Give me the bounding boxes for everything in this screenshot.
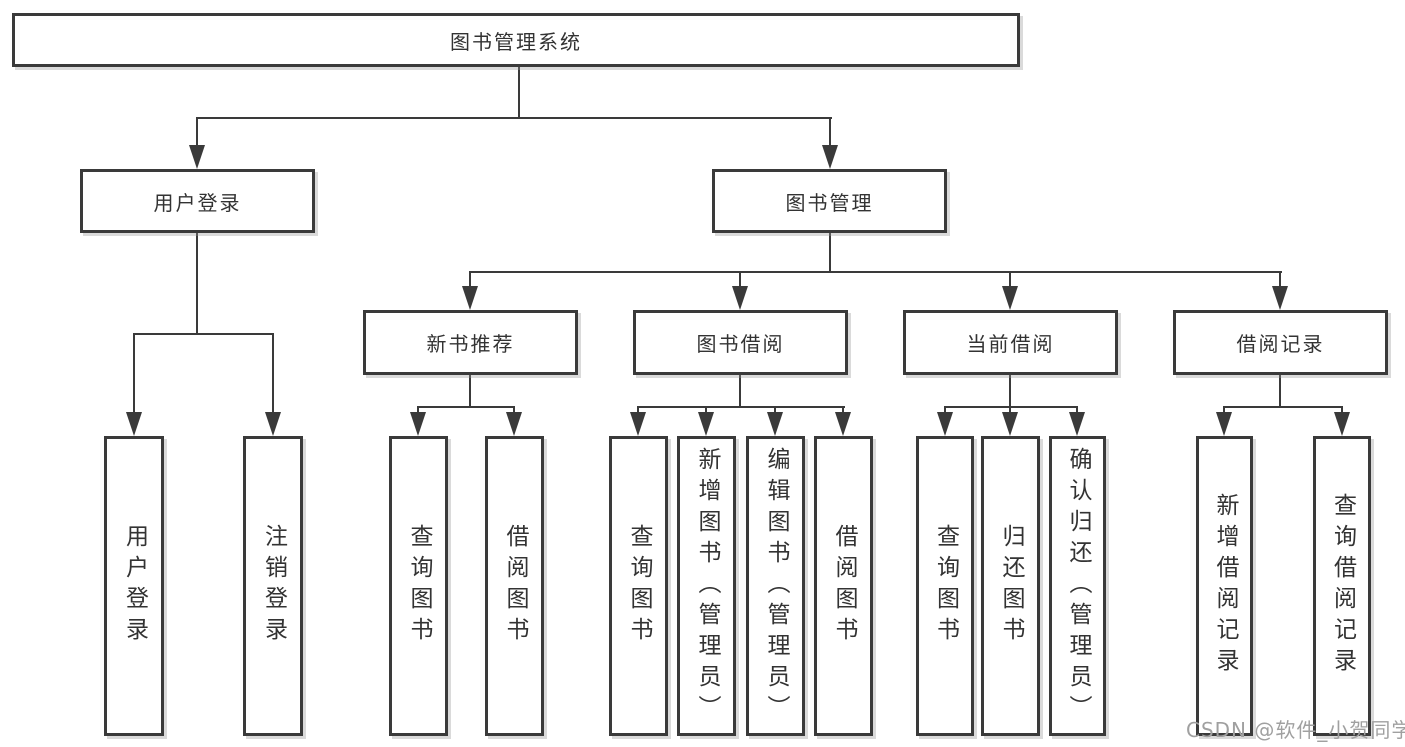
leaf-query-books-borrow: 查询图书 [609, 436, 668, 736]
arrow-down-icon [732, 286, 748, 310]
node-label: 图书管理系统 [450, 29, 582, 54]
connector-drop [417, 406, 419, 415]
arrow-down-icon [822, 145, 838, 169]
arrow-down-icon [937, 412, 953, 436]
node-label: 新增图书（管理员） [694, 446, 720, 726]
node-label: 用户登录 [121, 524, 148, 648]
leaf-query-books-current: 查询图书 [916, 436, 974, 736]
connector-stem-book-mgmt [829, 233, 831, 272]
node-label: 归还图书 [998, 524, 1024, 648]
leaf-borrow-books-recommend: 借阅图书 [485, 436, 544, 736]
arrow-down-icon [462, 286, 478, 310]
connector-rail-current [944, 406, 1078, 408]
arrow-down-icon [1334, 412, 1350, 436]
node-label: 查询借阅记录 [1329, 493, 1356, 679]
arrow-down-icon [265, 412, 281, 436]
connector-drop [272, 333, 274, 415]
connector-stem-root [518, 67, 520, 118]
connector-drop [196, 117, 198, 149]
arrow-down-icon [630, 412, 646, 436]
arrow-down-icon [698, 412, 714, 436]
node-label: 借阅图书 [502, 524, 528, 648]
connector-drop [829, 117, 831, 149]
node-label: 新书推荐 [426, 332, 515, 356]
arrow-down-icon [835, 412, 851, 436]
node-label: 借阅记录 [1236, 332, 1325, 356]
leaf-user-login: 用户登录 [104, 436, 164, 736]
connector-rail-records [1223, 406, 1343, 408]
connector-rail-borrow [637, 406, 845, 408]
connector-rail-level2 [196, 117, 832, 119]
connector-drop [944, 406, 946, 415]
node-label: 图书借阅 [696, 332, 785, 356]
connector-stem-new-books [469, 375, 471, 407]
leaf-query-books-recommend: 查询图书 [389, 436, 448, 736]
node-borrow-records: 借阅记录 [1173, 310, 1388, 375]
node-label: 用户登录 [153, 190, 242, 215]
connector-drop [637, 406, 639, 415]
arrow-down-icon [1216, 412, 1232, 436]
connector-stem-user-login [196, 233, 198, 334]
connector-drop [513, 406, 515, 415]
node-library-system: 图书管理系统 [12, 13, 1020, 67]
leaf-return-book: 归还图书 [981, 436, 1040, 736]
node-user-login: 用户登录 [80, 169, 315, 233]
leaf-edit-book-admin: 编辑图书（管理员） [746, 436, 805, 736]
arrow-down-icon [1069, 412, 1085, 436]
node-label: 新增借阅记录 [1212, 493, 1238, 679]
arrow-down-icon [767, 412, 783, 436]
connector-drop [842, 406, 844, 415]
connector-drop [1076, 406, 1078, 415]
connector-drop [133, 333, 135, 415]
leaf-logout: 注销登录 [243, 436, 303, 736]
connector-rail-user-login [133, 333, 274, 335]
connector-drop [705, 406, 707, 415]
node-label: 编辑图书（管理员） [763, 446, 789, 726]
arrow-down-icon [189, 145, 205, 169]
connector-rail-level3 [469, 271, 1282, 273]
arrow-down-icon [1272, 286, 1288, 310]
leaf-add-borrow-record: 新增借阅记录 [1196, 436, 1253, 736]
node-label: 确认归还（管理员） [1065, 446, 1091, 726]
connector-rail-new-books [417, 406, 515, 408]
leaf-query-borrow-record: 查询借阅记录 [1313, 436, 1371, 736]
connector-drop [1341, 406, 1343, 415]
node-label: 图书管理 [785, 190, 874, 215]
connector-stem-records [1279, 375, 1281, 407]
node-label: 当前借阅 [966, 332, 1055, 356]
connector-drop [1009, 406, 1011, 415]
arrow-down-icon [126, 412, 142, 436]
watermark-text: CSDN @软件_小贺同学 [1186, 718, 1405, 742]
connector-stem-borrow [739, 375, 741, 407]
connector-drop [1279, 271, 1281, 289]
node-label: 查询图书 [626, 524, 652, 648]
connector-drop [739, 271, 741, 289]
node-label: 注销登录 [260, 524, 287, 648]
connector-drop [1009, 271, 1011, 289]
node-book-borrow: 图书借阅 [633, 310, 848, 375]
node-label: 借阅图书 [831, 524, 857, 648]
node-label: 查询图书 [406, 524, 432, 648]
connector-stem-current [1009, 375, 1011, 407]
node-new-book-recommend: 新书推荐 [363, 310, 578, 375]
arrow-down-icon [410, 412, 426, 436]
node-book-management: 图书管理 [712, 169, 947, 233]
connector-drop [774, 406, 776, 415]
leaf-add-book-admin: 新增图书（管理员） [677, 436, 736, 736]
node-current-borrow: 当前借阅 [903, 310, 1118, 375]
node-label: 查询图书 [932, 524, 959, 648]
leaf-borrow-books: 借阅图书 [814, 436, 873, 736]
arrow-down-icon [506, 412, 522, 436]
arrow-down-icon [1002, 412, 1018, 436]
connector-drop [1223, 406, 1225, 415]
leaf-confirm-return-admin: 确认归还（管理员） [1049, 436, 1106, 736]
arrow-down-icon [1002, 286, 1018, 310]
connector-drop [469, 271, 471, 289]
